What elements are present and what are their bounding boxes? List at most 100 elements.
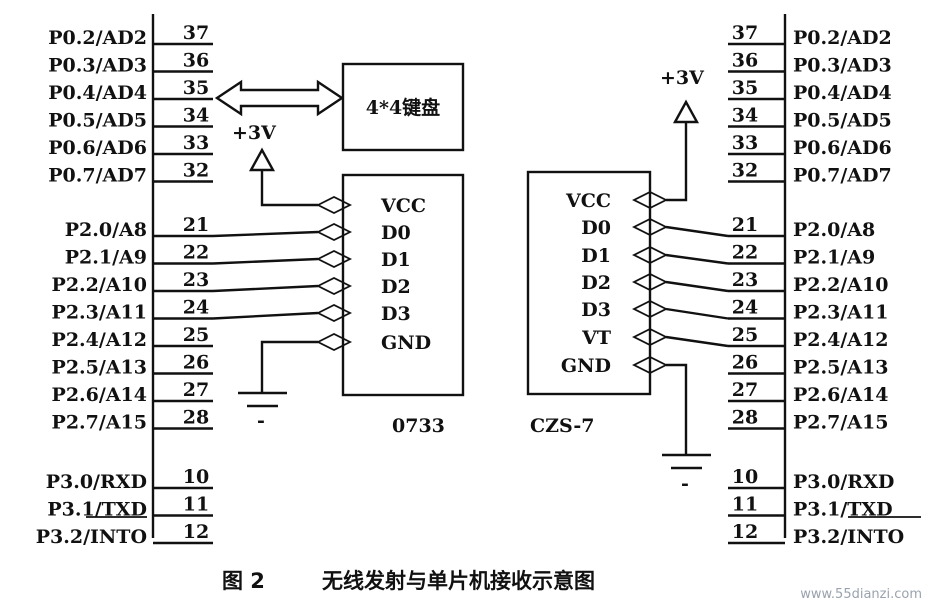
left-pin-label: P0.7/AD7 xyxy=(48,165,147,187)
left-pin-number: 33 xyxy=(183,132,209,154)
left-pin-label: P0.2/AD2 xyxy=(48,27,147,49)
right-pin-label: P2.2/A10 xyxy=(793,274,888,296)
right-pin-number: 36 xyxy=(732,50,758,72)
left-pin-number: 26 xyxy=(183,352,209,374)
right-pin-number: 34 xyxy=(732,105,758,127)
left-pin-number: 27 xyxy=(183,379,209,401)
transmitter-pin-label: GND xyxy=(381,332,431,354)
right-pin-label: P0.6/AD6 xyxy=(793,137,892,159)
left-pin-label: P2.1/A9 xyxy=(65,247,147,269)
right-pin-number: 26 xyxy=(732,352,758,374)
figure-number: 图 2 xyxy=(222,569,265,593)
receiver-data-wire xyxy=(665,335,729,348)
keypad-label: 4*4键盘 xyxy=(366,96,440,119)
left-ground-wire xyxy=(260,340,318,392)
keypad-box xyxy=(341,62,465,152)
right-pin-number: 10 xyxy=(732,466,758,488)
transmitter-box xyxy=(341,173,465,397)
transmitter-pin-connector xyxy=(315,303,353,323)
left-pin-number: 12 xyxy=(183,521,209,543)
figure-title: 无线发射与单片机接收示意图 xyxy=(322,569,595,593)
transmitter-pin-connector xyxy=(315,222,353,242)
right-pin-number: 33 xyxy=(732,132,758,154)
right-pin-number: 37 xyxy=(732,22,758,44)
right-mcu-pins: P0.2/AD237P0.3/AD336P0.4/AD435P0.5/AD534… xyxy=(728,22,904,548)
left-pin-number: 34 xyxy=(183,105,209,127)
left-pin-number: 11 xyxy=(183,494,209,516)
right-pin-number: 12 xyxy=(732,521,758,543)
receiver-data-wire xyxy=(665,253,729,265)
transmitter-data-wire xyxy=(212,230,319,238)
left-pin-label: P2.5/A13 xyxy=(52,357,147,379)
transmitter-pin-label: D2 xyxy=(381,276,411,298)
left-pin-number: 28 xyxy=(183,407,209,429)
receiver-name: CZS-7 xyxy=(530,415,595,437)
left-pin-label: P2.4/A12 xyxy=(52,329,147,351)
right-pin-number: 35 xyxy=(732,77,758,99)
left-pin-number: 36 xyxy=(183,50,209,72)
transmitter-pin-connector xyxy=(315,276,353,296)
transmitter-pin-label: D0 xyxy=(381,222,411,244)
left-pin-label: P2.6/A14 xyxy=(52,384,147,406)
right-pin-label: P0.7/AD7 xyxy=(793,165,892,187)
right-pin-label: P0.5/AD5 xyxy=(793,110,892,132)
right-ground-mark: - xyxy=(681,473,689,495)
receiver-pin-label: D3 xyxy=(581,299,611,321)
receiver-box xyxy=(526,170,652,396)
right-pin-label: P2.5/A13 xyxy=(793,357,888,379)
left-pin-label: P0.5/AD5 xyxy=(48,110,147,132)
left-pin-label: P3.0/RXD xyxy=(46,471,147,493)
left-power-wire xyxy=(260,170,318,207)
right-pin-number: 32 xyxy=(732,160,758,182)
right-pin-label: P2.3/A11 xyxy=(793,302,888,324)
right-pin-number: 27 xyxy=(732,379,758,401)
right-pin-label: P0.2/AD2 xyxy=(793,27,892,49)
right-pin-number: 25 xyxy=(732,324,758,346)
left-pin-label: P2.7/A15 xyxy=(52,412,147,434)
right-pin-label: P3.1/TXD xyxy=(793,499,893,521)
left-pin-number: 25 xyxy=(183,324,209,346)
receiver-data-wire xyxy=(665,225,729,238)
right-pin-label: P0.4/AD4 xyxy=(793,82,892,104)
left-pin-label: P0.6/AD6 xyxy=(48,137,147,159)
receiver-pin-label: D0 xyxy=(581,217,611,239)
left-ground-mark: - xyxy=(257,410,265,432)
receiver-data-wire xyxy=(665,307,729,320)
transmitter-pin-connector xyxy=(315,195,353,215)
right-pin-number: 24 xyxy=(732,297,758,319)
transmitter-data-wire xyxy=(212,257,319,265)
right-pin-number: 11 xyxy=(732,494,758,516)
left-pin-label: P0.3/AD3 xyxy=(48,55,147,77)
left-pin-label: P2.3/A11 xyxy=(52,302,147,324)
right-pin-label: P2.4/A12 xyxy=(793,329,888,351)
receiver-pin-label: D2 xyxy=(581,272,611,294)
left-pin-label: P0.4/AD4 xyxy=(48,82,147,104)
left-pin-label: P2.2/A10 xyxy=(52,274,147,296)
receiver-pin-label: VT xyxy=(581,327,611,349)
left-power-label: +3V xyxy=(232,122,277,144)
transmitter-pin-label: D3 xyxy=(381,303,411,325)
right-pin-number: 21 xyxy=(732,214,758,236)
left-pin-label: P2.0/A8 xyxy=(65,219,147,241)
left-pin-label: P3.1/TXD xyxy=(47,499,147,521)
left-pin-number: 32 xyxy=(183,160,209,182)
receiver-pin-label: D1 xyxy=(581,245,611,267)
transmitter-pin-label: D1 xyxy=(381,249,411,271)
receiver-data-wire xyxy=(665,280,729,293)
right-pin-number: 28 xyxy=(732,407,758,429)
left-pin-number: 24 xyxy=(183,297,209,319)
right-pin-label: P2.1/A9 xyxy=(793,247,875,269)
right-pin-label: P3.0/RXD xyxy=(793,471,894,493)
right-power-label: +3V xyxy=(660,67,705,89)
transmitter-pin-connector xyxy=(315,332,353,352)
left-pin-number: 22 xyxy=(183,242,209,264)
left-pin-number: 23 xyxy=(183,269,209,291)
transmitter-data-wire xyxy=(212,311,319,320)
left-pin-number: 10 xyxy=(183,466,209,488)
left-power-arrow xyxy=(248,147,276,172)
transmitter-pin-connector xyxy=(315,249,353,269)
left-pin-number: 21 xyxy=(183,214,209,236)
